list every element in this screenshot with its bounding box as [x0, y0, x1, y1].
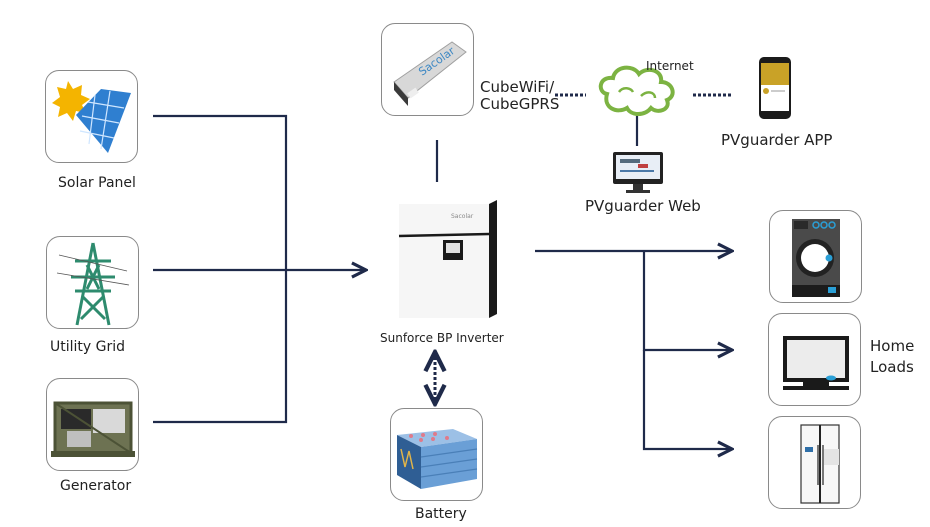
dongle-label: CubeWiFi/ CubeGPRS [480, 79, 559, 113]
utility-grid-node [46, 236, 139, 329]
tv-line [642, 251, 732, 350]
inverter-brand-text: Sacolar [451, 213, 474, 220]
refrigerator-icon [800, 424, 840, 504]
home-loads-line1: Home [870, 337, 915, 355]
television-icon [783, 336, 849, 390]
home-loads-label: Home Loads [870, 336, 914, 378]
dongle-node: Sacolar [381, 23, 474, 116]
monitor-icon [613, 152, 663, 193]
solar-panel-label: Solar Panel [58, 175, 136, 191]
load-tv-node [768, 313, 861, 406]
internet-label: Internet [646, 59, 694, 73]
solar-panel-icon [52, 81, 131, 153]
app-label: PVguarder APP [721, 131, 833, 149]
web-label: PVguarder Web [585, 197, 701, 215]
load-washer-node [769, 210, 862, 303]
fridge-line [642, 350, 732, 449]
battery-label: Battery [415, 506, 467, 522]
generator-label: Generator [60, 478, 132, 494]
generator-node [46, 378, 139, 471]
inverter-label: Sunforce BP Inverter [380, 331, 504, 345]
solar-panel-node [45, 70, 138, 163]
inverter-icon: Sacolar [398, 200, 497, 318]
utility-grid-label: Utility Grid [50, 339, 126, 355]
cloud-icon [598, 65, 675, 116]
load-fridge-node [768, 416, 861, 509]
generator-icon [51, 401, 135, 457]
smartphone-icon [759, 57, 791, 119]
power-tower-icon [56, 242, 130, 326]
battery-pack-icon [397, 429, 478, 489]
dongle-label-line2: CubeGPRS [480, 95, 560, 113]
home-loads-line2: Loads [870, 358, 914, 376]
battery-node [390, 408, 483, 501]
washing-machine-icon [792, 219, 840, 297]
dongle-label-line1: CubeWiFi/ [480, 78, 555, 96]
wifi-dongle-icon: Sacolar [393, 41, 467, 106]
